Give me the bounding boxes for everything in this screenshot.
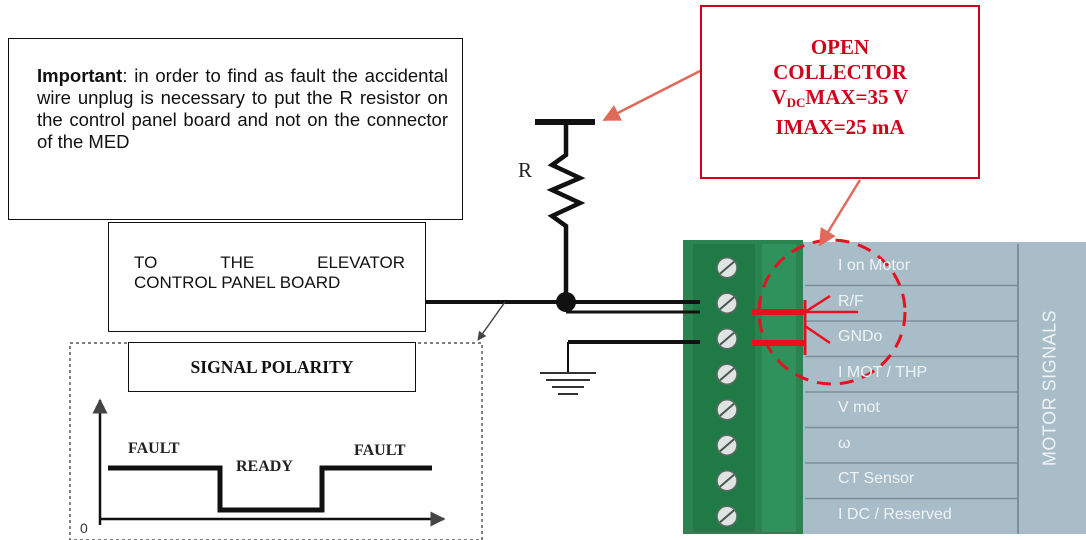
arrow-to-resistor xyxy=(602,68,703,122)
pin-label: GNDo xyxy=(838,328,883,345)
resistor xyxy=(546,122,586,302)
pin-rows xyxy=(805,284,1018,500)
screw-slot xyxy=(719,438,735,453)
oc-imax: IMAX=25 mA xyxy=(775,115,905,139)
destination-line2: CONTROL PANEL BOARD xyxy=(134,273,341,292)
transistor-emitter xyxy=(804,324,831,345)
screw-slot xyxy=(719,402,735,417)
note-text: : in order to find as fault the accident… xyxy=(37,65,448,152)
signal-panel xyxy=(800,242,1086,534)
terminal-screws xyxy=(716,257,738,527)
pin-label: CT Sensor xyxy=(838,470,915,487)
arrow-to-terminal xyxy=(818,179,862,247)
highlight-circle xyxy=(757,238,907,386)
signal-polarity-title: SIGNAL POLARITY xyxy=(128,342,416,392)
motor-signals-label: MOTOR SIGNALS xyxy=(1039,309,1060,467)
pin-label: ω xyxy=(838,434,851,452)
screw-slot xyxy=(719,260,735,275)
open-collector-box: OPEN COLLECTOR VDCMAX=35 V IMAX=25 mA xyxy=(700,5,980,179)
resistor-label: R xyxy=(518,158,533,182)
state-label-fault-1: FAULT xyxy=(128,440,180,457)
connector-rail xyxy=(762,244,796,532)
transistor-collector xyxy=(804,294,831,314)
screw-slot xyxy=(719,296,735,311)
oc-vdc: VDCMAX=35 V xyxy=(771,85,909,110)
screw-slot xyxy=(719,473,735,488)
pin-label: R/F xyxy=(838,292,864,310)
pin-label: I DC / Reserved xyxy=(838,505,952,523)
oc-line2: COLLECTOR xyxy=(773,60,907,84)
pin-label: V mot xyxy=(838,399,880,416)
pin-label: I MOT / THP xyxy=(838,363,928,381)
screw-slot xyxy=(719,367,735,382)
arrow-to-polarity xyxy=(477,301,506,341)
oc-line1: OPEN xyxy=(810,35,870,59)
state-label-fault-2: FAULT xyxy=(354,442,406,459)
important-note: Important: in order to find as fault the… xyxy=(8,38,463,220)
note-bold: Important xyxy=(37,65,123,86)
ground-symbol xyxy=(540,372,596,395)
screw-slot xyxy=(719,331,735,346)
axis-origin: 0 xyxy=(80,520,88,536)
signal-waveform xyxy=(108,465,432,513)
state-label-ready: READY xyxy=(236,458,293,475)
pin-label: I on Motor xyxy=(838,257,911,274)
screw-slot xyxy=(719,509,735,524)
